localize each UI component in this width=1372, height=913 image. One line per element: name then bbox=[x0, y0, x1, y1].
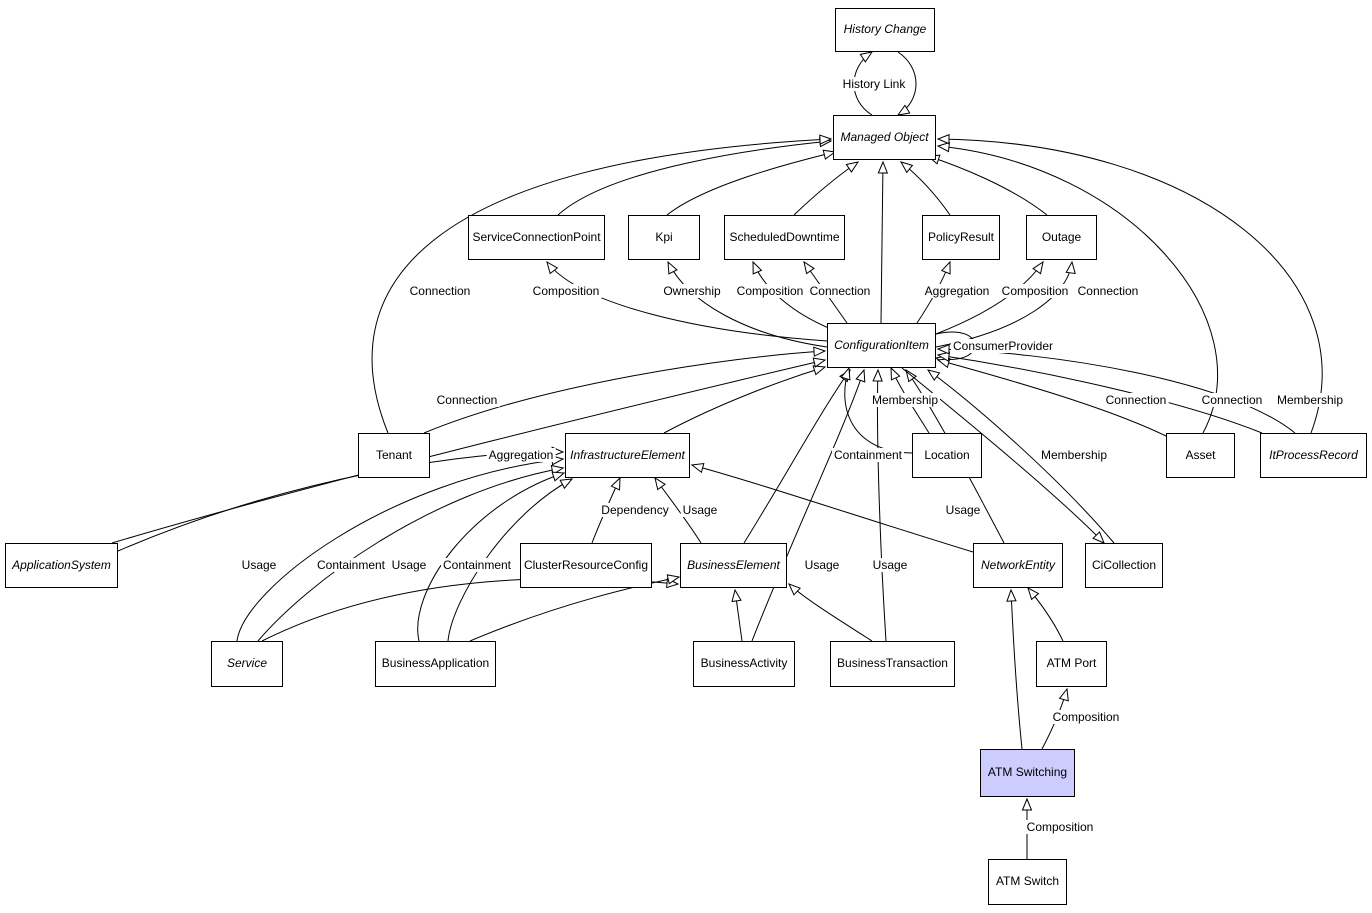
class-box-business-activity[interactable]: BusinessActivity bbox=[693, 641, 795, 687]
edge-asset-mo-inherit bbox=[936, 141, 1218, 434]
edge-be-ie bbox=[654, 476, 702, 544]
class-box-it-process-record[interactable]: ItProcessRecord bbox=[1260, 433, 1367, 478]
class-box-atm-switch[interactable]: ATM Switch bbox=[988, 859, 1067, 905]
edge-label-ci-cicollection: Membership bbox=[1038, 448, 1110, 462]
class-box-business-transaction[interactable]: BusinessTransaction bbox=[830, 641, 955, 687]
edge-label-ci-self-loop: ConsumerProvider bbox=[950, 339, 1056, 353]
edge-label-ci-outage-composition: Composition bbox=[999, 284, 1071, 298]
edge-label-be-ie: Usage bbox=[680, 503, 720, 517]
class-box-outage[interactable]: Outage bbox=[1026, 215, 1097, 260]
edge-tenant-ci bbox=[423, 346, 827, 434]
edge-label-service-ie-containment: Containment bbox=[314, 558, 388, 572]
class-box-atm-port[interactable]: ATM Port bbox=[1036, 641, 1107, 687]
edge-label-ipr-ci-connection: Connection bbox=[1199, 393, 1265, 407]
edge-label-service-ie-usage: Usage bbox=[239, 558, 279, 572]
edge-ipr-mo-inherit bbox=[936, 133, 1323, 434]
class-box-scheduled-downtime[interactable]: ScheduledDowntime bbox=[724, 215, 845, 260]
edge-tenant-mo bbox=[371, 134, 833, 434]
edge-bapp-ie-usage bbox=[417, 471, 566, 642]
edge-label-ci-pr: Aggregation bbox=[922, 284, 992, 298]
edge-atmport-ne-inherit bbox=[1027, 586, 1064, 642]
edge-outage-mo-inherit bbox=[926, 154, 1048, 216]
edge-label-ipr-ci-membership: Membership bbox=[1274, 393, 1346, 407]
class-box-managed-object[interactable]: Managed Object bbox=[833, 115, 936, 160]
edge-label-asset-ci: Connection bbox=[1103, 393, 1169, 407]
class-box-service-connection-point[interactable]: ServiceConnectionPoint bbox=[468, 215, 605, 260]
edge-bact-be-inherit bbox=[731, 588, 743, 642]
edge-label-ci-outage-connection: Connection bbox=[1075, 284, 1141, 298]
edge-btrans-ci-usage bbox=[872, 368, 887, 642]
edge-location-ci-containment bbox=[840, 366, 913, 454]
edge-appsys-ci bbox=[111, 357, 827, 544]
edge-btrans-be-inherit bbox=[788, 583, 873, 642]
edge-atmswitching-ne-inherit bbox=[1006, 588, 1023, 750]
edge-label-tenant-ci: Connection bbox=[434, 393, 500, 407]
class-box-policy-result[interactable]: PolicyResult bbox=[922, 215, 1000, 260]
class-box-kpi[interactable]: Kpi bbox=[628, 215, 700, 260]
edge-label-ci-scp: Composition bbox=[530, 284, 602, 298]
class-box-ci-collection[interactable]: CiCollection bbox=[1085, 543, 1163, 588]
edge-bapp-be-inherit bbox=[469, 574, 681, 642]
edge-label-bapp-ie-usage: Usage bbox=[389, 558, 429, 572]
edge-cic-ci-inherit bbox=[926, 369, 1115, 544]
class-box-atm-switching[interactable]: ATM Switching bbox=[980, 749, 1075, 797]
edge-label-ne-ie: Usage bbox=[943, 503, 983, 517]
class-box-network-entity[interactable]: NetworkEntity bbox=[973, 543, 1063, 588]
edge-scp-mo-inherit bbox=[557, 136, 833, 216]
edge-label-ci-kpi: Ownership bbox=[661, 284, 723, 298]
edge-label-bact-ci-usage: Usage bbox=[802, 558, 842, 572]
class-box-business-application[interactable]: BusinessApplication bbox=[375, 641, 496, 687]
edge-historychange-mo bbox=[896, 51, 917, 116]
edge-ci-mo-inherit bbox=[877, 160, 889, 324]
edge-label-bapp-ie-containment: Containment bbox=[440, 558, 514, 572]
class-box-configuration-item[interactable]: ConfigurationItem bbox=[827, 323, 936, 368]
edge-service-ie-usage bbox=[236, 455, 565, 642]
edge-label-crc-ie: Dependency bbox=[599, 503, 671, 517]
class-box-cluster-resource-config[interactable]: ClusterResourceConfig bbox=[520, 543, 652, 588]
class-box-asset[interactable]: Asset bbox=[1166, 433, 1235, 478]
edge-ci-outage-connection bbox=[935, 260, 1076, 348]
class-box-location[interactable]: Location bbox=[912, 433, 982, 478]
edge-label-atmswitch-atmswitching: Composition bbox=[1024, 820, 1096, 834]
edge-be-ci-inherit bbox=[743, 368, 851, 544]
edge-ci-outage-composition bbox=[935, 260, 1044, 335]
class-box-application-system[interactable]: ApplicationSystem bbox=[5, 543, 118, 588]
edge-label-appsys-ci: Aggregation bbox=[486, 448, 556, 462]
edge-kpi-mo-inherit bbox=[666, 149, 837, 216]
class-box-business-element[interactable]: BusinessElement bbox=[680, 543, 787, 588]
edge-label-tenant-mo: Connection bbox=[407, 284, 473, 298]
edge-ne-ie bbox=[690, 462, 974, 553]
edge-service-ie-containment bbox=[257, 464, 565, 642]
edge-label-location-ci-membership: Membership bbox=[869, 393, 941, 407]
class-box-tenant[interactable]: Tenant bbox=[358, 433, 430, 478]
edge-pr-mo-inherit bbox=[899, 161, 951, 216]
edge-asset-ci bbox=[936, 357, 1167, 437]
class-box-infrastructure-element[interactable]: InfrastructureElement bbox=[565, 433, 690, 478]
edge-label-atmswitching-atmport: Composition bbox=[1050, 710, 1122, 724]
edge-label-btrans-ci-usage: Usage bbox=[870, 558, 910, 572]
edge-label-location-ci-containment: Containment bbox=[831, 448, 905, 462]
edge-ci-scp bbox=[546, 260, 828, 342]
edge-label-mo-historychange: History Link bbox=[840, 77, 908, 91]
edge-label-ci-sd-composition: Composition bbox=[734, 284, 806, 298]
edge-ci-kpi bbox=[667, 260, 828, 348]
edge-bact-ci-usage bbox=[751, 368, 866, 642]
class-box-service[interactable]: Service bbox=[211, 641, 283, 687]
edge-ipr-ci-connection bbox=[936, 351, 1263, 434]
class-box-history-change[interactable]: History Change bbox=[835, 8, 935, 52]
edge-label-ci-sd-connection: Connection bbox=[807, 284, 873, 298]
edge-ci-sd-composition bbox=[752, 260, 832, 330]
edge-sd-mo-inherit bbox=[793, 161, 860, 216]
edge-ie-ci-inherit bbox=[663, 365, 827, 434]
edge-ipr-ci-membership bbox=[936, 344, 1296, 434]
